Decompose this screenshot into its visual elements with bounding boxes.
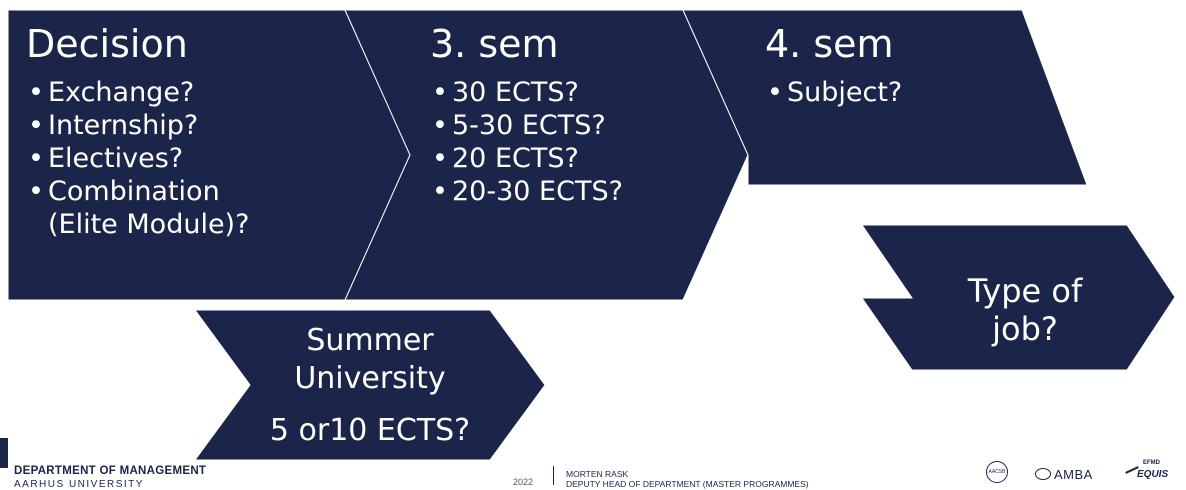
equis-logo: EFMD EQUIS — [1125, 460, 1169, 485]
job-chevron — [861, 224, 1176, 371]
summer-line3: 5 or10 ECTS? — [269, 413, 471, 448]
list-item: Exchange? — [26, 76, 336, 109]
decision-title: Decision — [26, 22, 188, 66]
amba-logo: AMBA — [1035, 466, 1093, 482]
sem4-title: 4. sem — [765, 22, 894, 66]
summer-line2: University — [294, 361, 446, 396]
job-box: Type of job? — [925, 272, 1125, 348]
list-item: Combination (Elite Module)? — [26, 175, 288, 241]
amba-mark-icon — [1035, 468, 1051, 480]
list-item: 30 ECTS? — [430, 76, 690, 109]
sem3-title: 3. sem — [430, 22, 559, 66]
footer-year: 2022 — [513, 477, 534, 487]
presenter-name: MORTEN RASK — [566, 469, 629, 479]
footer-divider — [553, 466, 554, 485]
department-name: DEPARTMENT OF MANAGEMENT — [14, 465, 207, 477]
summer-line1: Summer — [306, 323, 434, 358]
list-item: Electives? — [26, 142, 336, 175]
list-item: 5-30 ECTS? — [430, 109, 690, 142]
summer-box: Summer University 5 or10 ECTS? — [255, 322, 485, 450]
list-item: Subject? — [765, 76, 1025, 109]
list-item: 20 ECTS? — [430, 142, 690, 175]
list-item: Internship? — [26, 109, 336, 142]
amba-label: AMBA — [1054, 466, 1093, 482]
decision-list: Exchange? Internship? Electives? Combina… — [26, 76, 336, 241]
decision-box: Decision Exchange? Internship? Electives… — [26, 22, 336, 241]
au-logo-icon — [0, 438, 8, 468]
sem4-box: 4. sem Subject? — [765, 22, 1025, 109]
aacsb-logo: AACSB — [986, 461, 1008, 483]
presenter-role: DEPUTY HEAD OF DEPARTMENT (MASTER PROGRA… — [566, 479, 809, 489]
sem3-list: 30 ECTS? 5-30 ECTS? 20 ECTS? 20-30 ECTS? — [430, 76, 690, 208]
list-item: 20-30 ECTS? — [430, 175, 690, 208]
job-line2: job? — [992, 310, 1058, 348]
job-line1: Type of — [967, 272, 1083, 310]
equis-label: EQUIS — [1137, 469, 1169, 480]
summer-chevron — [194, 309, 546, 461]
efmd-label: EFMD — [1143, 460, 1160, 466]
aacsb-label: AACSB — [988, 469, 1006, 475]
sem4-list: Subject? — [765, 76, 1025, 109]
sem3-box: 3. sem 30 ECTS? 5-30 ECTS? 20 ECTS? 20-3… — [430, 22, 690, 208]
